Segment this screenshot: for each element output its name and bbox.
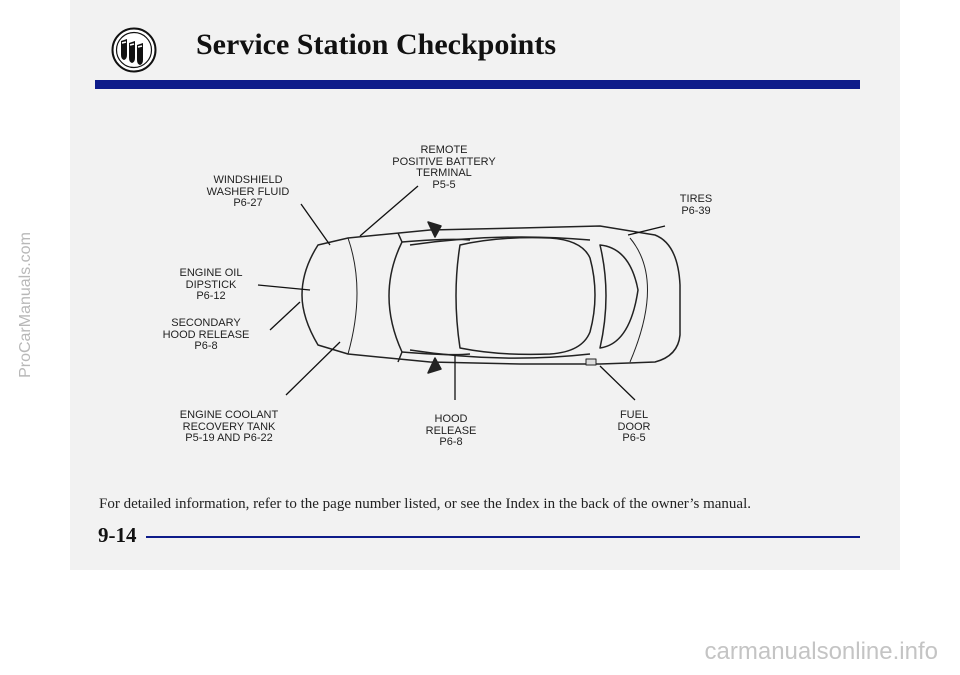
car-diagram: WINDSHIELD WASHER FLUID P6-27 REMOTE POS… (160, 140, 720, 470)
footer-rule (146, 536, 860, 538)
car-outline-icon (257, 185, 681, 401)
label-coolant-tank: ENGINE COOLANT RECOVERY TANK P5-19 AND P… (179, 409, 279, 444)
leader-line-battery (359, 185, 419, 237)
label-secondary-hood-release: SECONDARY HOOD RELEASE P6-8 (162, 317, 250, 352)
label-windshield-washer: WINDSHIELD WASHER FLUID P6-27 (206, 174, 290, 209)
buick-logo-icon (111, 27, 157, 73)
leader-line-hood2 (269, 301, 301, 331)
leader-line-washer (300, 203, 331, 246)
caption-text: For detailed information, refer to the p… (99, 496, 752, 512)
manual-page (70, 0, 900, 570)
leader-line-coolant (285, 341, 341, 396)
page-title: Service Station Checkpoints (196, 28, 556, 61)
watermark-side: ProCarManuals.com (6, 205, 46, 405)
label-tires: TIRES P6-39 (679, 193, 713, 217)
label-hood-release: HOOD RELEASE P6-8 (425, 413, 477, 448)
watermark-side-text: ProCarManuals.com (17, 232, 34, 378)
label-fuel-door: FUEL DOOR P6-5 (617, 409, 651, 444)
leader-line-tires (627, 225, 666, 236)
label-engine-oil: ENGINE OIL DIPSTICK P6-12 (179, 267, 243, 302)
leader-line-fuel (599, 365, 636, 401)
leader-line-oil (257, 284, 311, 291)
label-battery-terminal: REMOTE POSITIVE BATTERY TERMINAL P5-5 (392, 144, 496, 191)
page-number: 9-14 (98, 523, 137, 547)
header-rule (95, 80, 860, 89)
watermark-bottom: carmanualsonline.info (704, 638, 938, 665)
